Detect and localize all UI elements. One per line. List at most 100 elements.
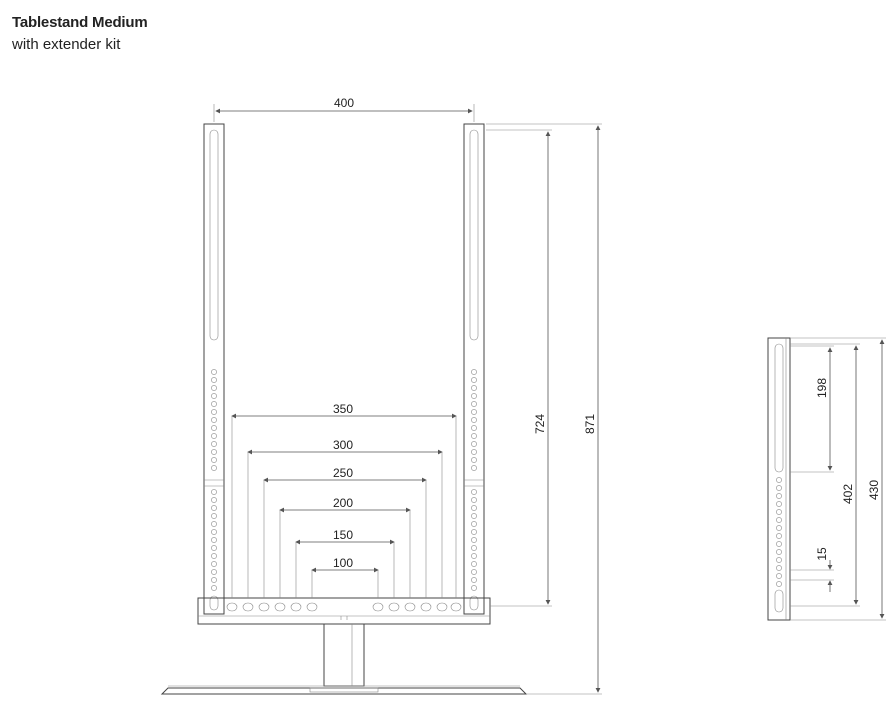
dim-label-402: 402: [841, 484, 855, 504]
crossbar-hole: [420, 602, 432, 612]
right-upright-slot: [469, 129, 479, 341]
dim-label-400: 400: [334, 96, 354, 110]
upright-hole: [211, 369, 217, 375]
upright-hole: [211, 497, 217, 503]
upright-hole: [211, 505, 217, 511]
upright-hole: [211, 513, 217, 519]
upright-hole: [211, 489, 217, 495]
upright-hole: [471, 545, 477, 551]
dim-label-100: 100: [333, 556, 353, 570]
upright-hole: [211, 529, 217, 535]
upright-hole: [211, 577, 217, 583]
upright-hole: [211, 377, 217, 383]
crossbar-hole: [372, 602, 384, 612]
upright-hole: [211, 425, 217, 431]
upright-hole: [471, 505, 477, 511]
left-upright-slot: [209, 129, 219, 341]
upright-holes: [211, 369, 477, 591]
upright-hole: [471, 561, 477, 567]
upright-hole: [211, 561, 217, 567]
dim-label-430: 430: [867, 480, 881, 500]
crossbar-hole: [274, 602, 286, 612]
upright-hole: [211, 537, 217, 543]
right-upright: [463, 123, 485, 615]
front-view: 400 350 300 250 200 150: [160, 96, 602, 695]
upright-hole: [471, 489, 477, 495]
left-upright: [203, 123, 225, 615]
upright-hole: [471, 393, 477, 399]
crossbar-hole: [450, 602, 462, 612]
upright-hole: [211, 585, 217, 591]
upright-hole: [471, 441, 477, 447]
upright-hole: [471, 585, 477, 591]
extender-hole: [776, 493, 782, 499]
crossbar-hole: [258, 602, 270, 612]
extender-hole: [776, 581, 782, 587]
upright-hole: [471, 409, 477, 415]
extender-slot: [774, 343, 784, 473]
upright-hole: [471, 513, 477, 519]
upright-hole: [471, 577, 477, 583]
upright-hole: [471, 369, 477, 375]
extender-hole: [776, 573, 782, 579]
upright-hole: [211, 545, 217, 551]
dim-label-200: 200: [333, 496, 353, 510]
upright-hole: [211, 441, 217, 447]
upright-hole: [211, 457, 217, 463]
vesa-dimensions: 350 300 250 200 150 100: [231, 402, 457, 598]
upright-hole: [211, 417, 217, 423]
extender-hole: [776, 565, 782, 571]
dim-label-350: 350: [333, 402, 353, 416]
left-upright-bottom-slot: [209, 595, 219, 611]
upright-hole: [211, 521, 217, 527]
extender-hole: [776, 477, 782, 483]
crossbar-hole: [242, 602, 254, 612]
dim-label-300: 300: [333, 438, 353, 452]
column: [323, 623, 365, 687]
upright-hole: [211, 553, 217, 559]
extender-hole: [776, 525, 782, 531]
crossbar-hole: [436, 602, 448, 612]
extender-hole: [776, 517, 782, 523]
extender-bar: [767, 337, 791, 621]
upright-hole: [471, 465, 477, 471]
upright-hole: [211, 433, 217, 439]
upright-hole: [211, 449, 217, 455]
upright-hole: [211, 393, 217, 399]
dim-label-15: 15: [815, 547, 829, 561]
upright-hole: [211, 409, 217, 415]
extender-hole: [776, 549, 782, 555]
extender-hole: [776, 541, 782, 547]
extender-holes: [776, 477, 782, 587]
extender-hole: [776, 509, 782, 515]
upright-hole: [211, 569, 217, 575]
upright-hole: [211, 465, 217, 471]
upright-hole: [471, 537, 477, 543]
crossbar-hole: [290, 602, 302, 612]
upright-hole: [471, 497, 477, 503]
dim-label-724: 724: [533, 414, 547, 434]
upright-hole: [471, 433, 477, 439]
crossbar-hole: [226, 602, 238, 612]
crossbar-hole: [404, 602, 416, 612]
dim-label-150: 150: [333, 528, 353, 542]
upright-hole: [471, 417, 477, 423]
crossbar-hole: [388, 602, 400, 612]
upright-hole: [471, 457, 477, 463]
extender-bottom-slot: [774, 589, 784, 613]
upright-hole: [471, 569, 477, 575]
dim-label-250: 250: [333, 466, 353, 480]
side-view: 198 15 402 430: [767, 337, 886, 621]
upright-hole: [471, 553, 477, 559]
extender-hole: [776, 557, 782, 563]
extender-hole: [776, 533, 782, 539]
upright-hole: [471, 425, 477, 431]
extender-hole: [776, 501, 782, 507]
upright-hole: [211, 401, 217, 407]
dim-label-198: 198: [815, 378, 829, 398]
page-subtitle: with extender kit: [12, 36, 121, 53]
upright-hole: [471, 377, 477, 383]
page-title: Tablestand Medium: [12, 14, 148, 31]
upright-hole: [471, 521, 477, 527]
